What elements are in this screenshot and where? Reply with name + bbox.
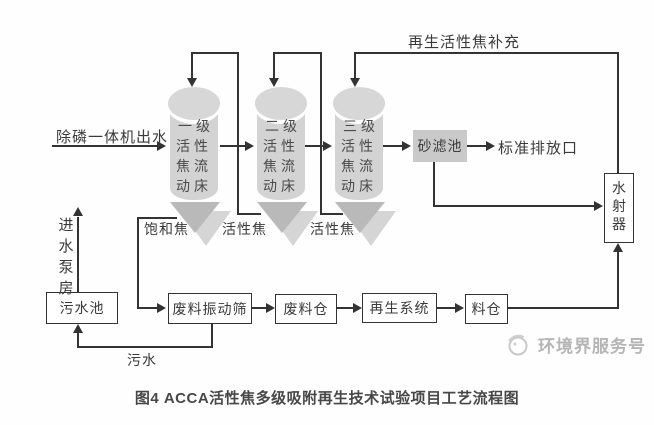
sewage-label: 污水 bbox=[127, 354, 157, 369]
line-materialbin-riser bbox=[617, 251, 619, 309]
arrow-into-ejector-side-icon bbox=[594, 201, 603, 211]
material-bin-box: 料仓 bbox=[465, 294, 508, 324]
column-2-top-ellipse bbox=[255, 87, 307, 120]
arrow-col1-col2-icon bbox=[245, 141, 254, 151]
watermark: 环境界服务号 bbox=[505, 331, 646, 357]
arrow-screen-wastebin-icon bbox=[266, 303, 275, 313]
column-1-top-ellipse bbox=[168, 87, 220, 120]
column-2-cone bbox=[257, 202, 307, 233]
watermark-text: 环境界服务号 bbox=[538, 336, 646, 356]
line-satcoke-foot bbox=[137, 307, 158, 309]
inlet-pump-house-label: 进 水 泵 房 bbox=[58, 218, 75, 297]
line-satcoke-drop bbox=[137, 217, 139, 309]
column-1-cone bbox=[170, 202, 220, 233]
watermark-logo-icon bbox=[505, 331, 531, 357]
line-ejector-riser bbox=[617, 52, 619, 174]
line-supplement-drop bbox=[354, 52, 356, 79]
line-screen-wastebin bbox=[252, 307, 267, 309]
regen-system-box: 再生系统 bbox=[362, 293, 437, 323]
line-recycle2-drop bbox=[273, 52, 275, 79]
figure-caption: 图4 ACCA活性焦多级吸附再生技术试验项目工艺流程图 bbox=[134, 390, 520, 407]
arrow-inlet-icon bbox=[157, 141, 166, 151]
arrow-into-waste-screen-icon bbox=[157, 303, 166, 313]
line-recycle1-riser bbox=[237, 52, 239, 215]
column-3-top-ellipse bbox=[333, 87, 385, 120]
line-recycle1-foot bbox=[237, 213, 261, 215]
line-sewage-return bbox=[77, 346, 213, 348]
column-3-cone bbox=[335, 202, 385, 233]
line-sewage-drop bbox=[211, 323, 213, 348]
line-wastebin-regen bbox=[337, 307, 354, 309]
line-inlet bbox=[52, 145, 158, 147]
arrow-into-col3-icon bbox=[350, 78, 360, 87]
sewage-pool-box: 污水池 bbox=[46, 292, 118, 324]
line-satcoke-top bbox=[137, 217, 177, 219]
arrow-into-col2-icon bbox=[269, 78, 279, 87]
line-pump-riser bbox=[77, 217, 79, 292]
line-col2-col3 bbox=[305, 145, 324, 147]
column-3-label: 三级 活性 焦流 动床 bbox=[341, 120, 379, 195]
line-col1-col2 bbox=[220, 145, 246, 147]
line-col3-sandfilter bbox=[383, 145, 403, 147]
arrow-wastebin-regen-icon bbox=[353, 303, 362, 313]
line-sandfilter-ejector bbox=[433, 205, 594, 207]
waste-bin-box: 废料仓 bbox=[275, 294, 337, 324]
line-recycle1-top bbox=[191, 52, 239, 54]
sand-filter-box: 砂滤池 bbox=[413, 130, 467, 162]
arrow-col3-sandfilter-icon bbox=[402, 141, 411, 151]
column-1-label: 一级 活性 焦流 动床 bbox=[176, 120, 214, 195]
arrow-into-col1-icon bbox=[187, 78, 197, 87]
standard-outlet-label: 标准排放口 bbox=[498, 141, 579, 157]
arrow-regen-materialbin-icon bbox=[455, 303, 464, 313]
arrow-col2-col3-icon bbox=[323, 141, 332, 151]
line-recycle2-foot bbox=[320, 213, 343, 215]
line-supplement-top bbox=[354, 52, 619, 54]
inlet-label: 除磷一体机出水 bbox=[56, 130, 169, 146]
arrow-pump-up-icon bbox=[73, 207, 83, 216]
line-sandfilter-down bbox=[433, 162, 435, 207]
column-2-label: 二级 活性 焦流 动床 bbox=[263, 120, 301, 195]
line-recycle1-drop bbox=[191, 52, 193, 79]
line-materialbin-right bbox=[508, 307, 619, 309]
line-recycle2-riser bbox=[320, 52, 322, 215]
arrow-sandfilter-outlet-icon bbox=[486, 141, 495, 151]
line-regen-materialbin bbox=[437, 307, 456, 309]
active-coke-label-2: 活性焦 bbox=[310, 223, 355, 238]
arrow-into-sewage-pool-icon bbox=[73, 324, 83, 333]
line-sewage-riser bbox=[77, 332, 79, 348]
recycle-supplement-label: 再生活性焦补充 bbox=[408, 35, 521, 51]
line-recycle2-top bbox=[273, 52, 322, 54]
active-coke-label-1: 活性焦 bbox=[222, 223, 267, 238]
water-ejector-box: 水 射 器 bbox=[604, 173, 634, 243]
saturated-coke-label: 饱和焦 bbox=[144, 223, 189, 238]
arrow-into-ejector-bottom-icon bbox=[613, 243, 623, 252]
line-sandfilter-outlet bbox=[467, 145, 487, 147]
waste-screen-box: 废料振动筛 bbox=[168, 293, 252, 324]
